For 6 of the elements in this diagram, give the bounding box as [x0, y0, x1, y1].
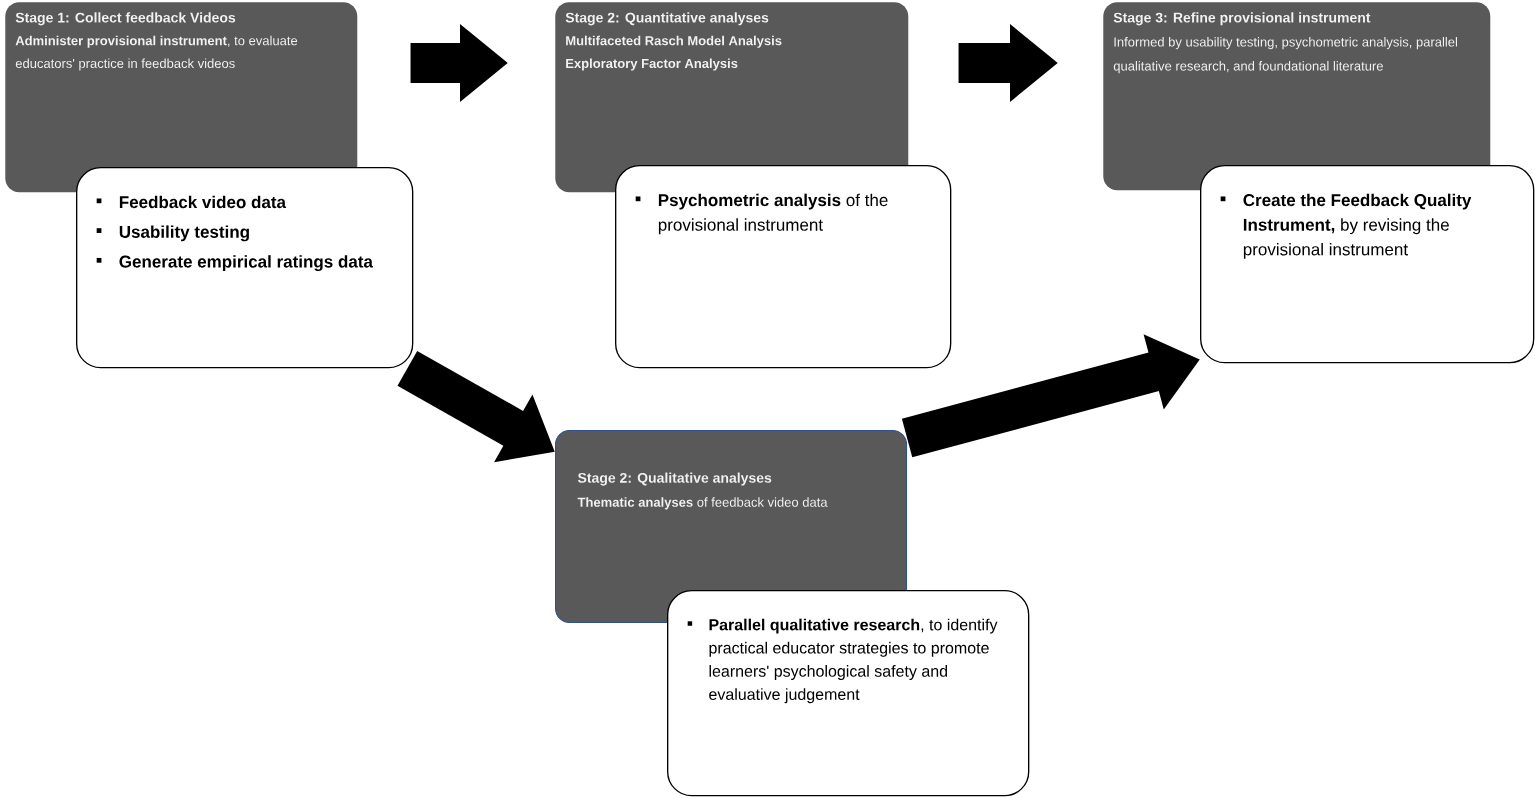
bullet-box: Parallel qualitative research, to identify practical educator strategies to promote learners' psychological safety and evaluative judgement — [667, 590, 1030, 797]
bullet-box: Feedback video data Usability testing Generate empirical ratings data — [76, 167, 414, 369]
bullet-box: Create the Feedback Quality Instrument, by revising the provisional instrument — [1200, 165, 1535, 364]
stage-box: Stage 1: Collect feedback Videos Administer provisional instrument, to evaluate educators' practice in feedback videos — [5, 2, 358, 193]
stage-box: Stage 3: Refine provisional instrument Informed by usability testing, psychometric analysis, parallel qualitative research, and foundational literature — [1103, 2, 1491, 191]
bullet-box: Psychometric analysis of the provisional instrument — [615, 165, 952, 369]
